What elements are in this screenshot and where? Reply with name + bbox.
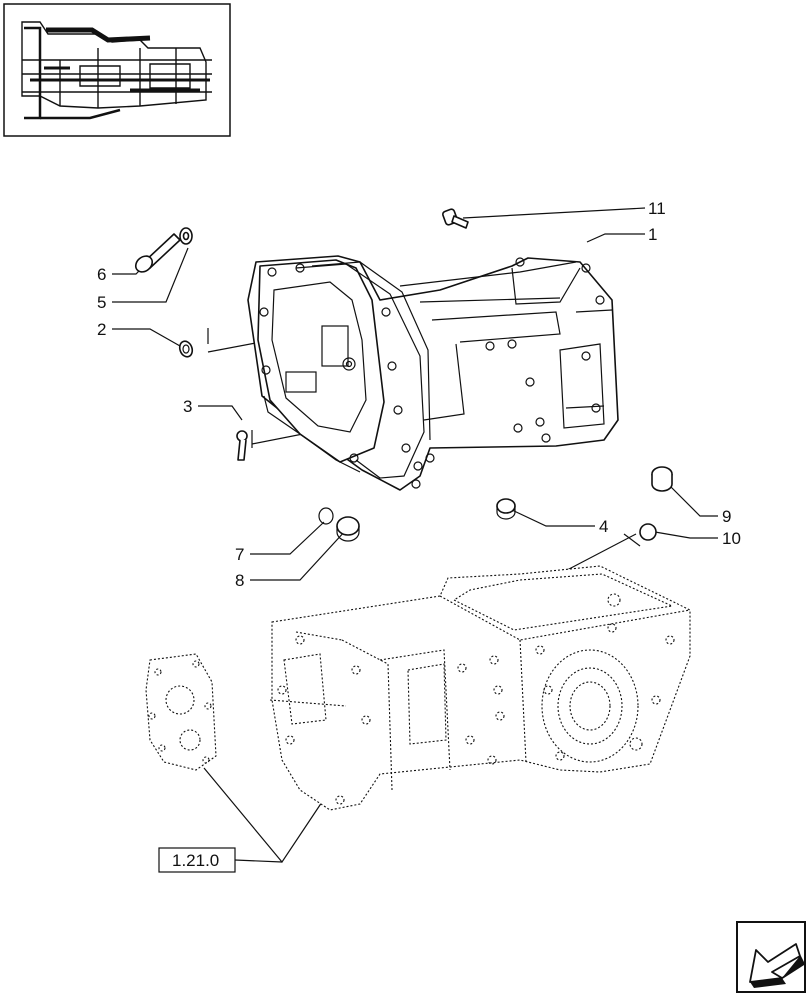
plug-9 [651,466,673,492]
callout-11: 11 [648,199,666,218]
bush-2 [178,340,194,358]
callout-2: 2 [97,320,106,339]
ring-7 [318,507,334,525]
plug-4 [496,498,516,520]
reference-box-1-21-0[interactable]: 1.21.0 [158,847,283,873]
reference-housing-dashed [145,565,691,811]
callout-8: 8 [235,571,244,590]
callout-9: 9 [722,507,731,526]
bolt-6 [134,233,181,273]
pin-3 [236,430,248,461]
transmission-housing-1 [247,255,619,491]
callout-10: 10 [722,529,741,548]
callout-4: 4 [599,517,608,536]
callout-3: 3 [183,397,192,416]
reference-box-label: 1.21.0 [172,851,219,870]
washer-5 [179,227,193,245]
callout-6: 6 [97,265,106,284]
callout-labels: 11 1 6 5 2 3 4 9 10 7 8 [97,199,741,590]
callout-5: 5 [97,293,106,312]
bolt-11 [442,208,469,229]
plug-10 [639,523,657,541]
plug-8 [336,516,360,542]
callout-1: 1 [648,225,657,244]
transmission-section-thumbnail[interactable] [3,3,231,137]
arrow-left-down-icon[interactable] [736,921,806,993]
callout-7: 7 [235,545,244,564]
